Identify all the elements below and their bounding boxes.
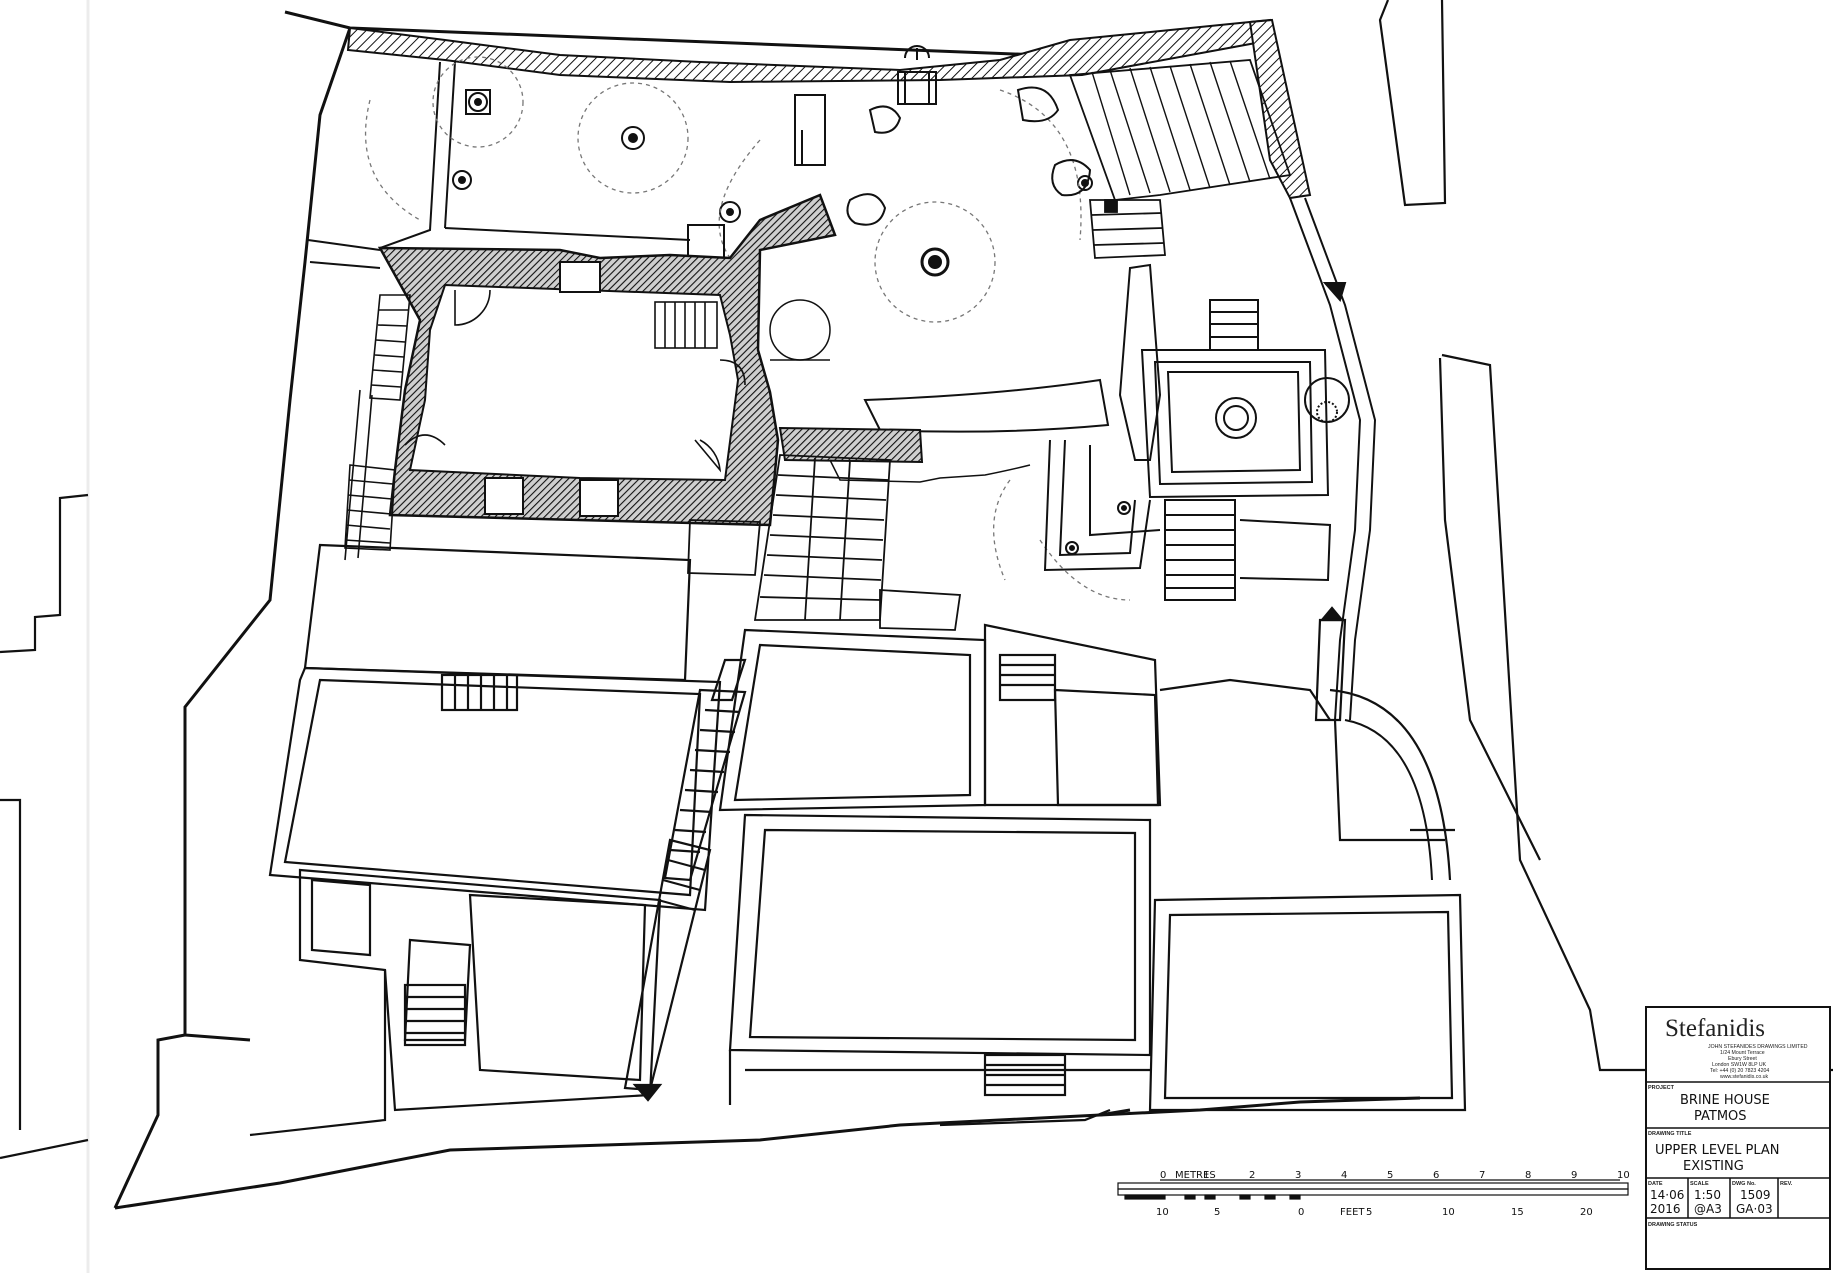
feet-tick-label: 10 [1442, 1207, 1455, 1218]
metres-tick-label: 6 [1433, 1170, 1439, 1181]
dwg-number: 1509 [1740, 1188, 1771, 1202]
firm-address-line: London SW1W 8LP UK [1712, 1062, 1767, 1068]
drawing-subtitle: EXISTING [1683, 1159, 1744, 1174]
project-location: PATMOS [1694, 1109, 1747, 1124]
north-garden [307, 45, 1093, 323]
drawing-title-label: DRAWING TITLE [1648, 1131, 1692, 1137]
firm-address-line: 1/24 Mount Terrace [1720, 1050, 1765, 1056]
metres-tick-label: 5 [1387, 1170, 1393, 1181]
drawing-status-label: DRAWING STATUS [1648, 1222, 1698, 1228]
upper-house-interior [408, 283, 740, 482]
date-value: 14·06 [1650, 1188, 1684, 1202]
scale-value: 1:50 [1694, 1188, 1721, 1202]
metres-tick-label: 10 [1617, 1170, 1630, 1181]
metres-tick-label: 3 [1295, 1170, 1301, 1181]
courtyard-south-wall [778, 426, 924, 464]
firm-website: www.stefanidis.co.uk [1720, 1074, 1769, 1080]
feet-tick-label: 20 [1580, 1207, 1593, 1218]
central-courtyard [769, 299, 1131, 601]
metres-tick-label: 2 [1249, 1170, 1255, 1181]
feet-tick-label: 5 [1214, 1207, 1220, 1218]
feet-tick-label: 10 [1156, 1207, 1169, 1218]
dwg-no-label: DWG No. [1732, 1181, 1756, 1187]
metres-tick-label: 0 [1160, 1170, 1166, 1181]
metres-tick-label: 1 [1203, 1170, 1209, 1181]
title-block: Stefanidis JOHN STEFANIDES DRAWINGS LIMI… [1645, 1006, 1831, 1270]
firm-address-line: JOHN STEFANIDES DRAWINGS LIMITED [1708, 1044, 1808, 1050]
north-east-stair-terrace [1068, 59, 1292, 259]
project-label: PROJECT [1648, 1085, 1675, 1091]
site-outline [113, 10, 1421, 1210]
scale-paper: @A3 [1694, 1202, 1722, 1216]
east-terrace-wall [1248, 18, 1312, 200]
date-year: 2016 [1650, 1202, 1681, 1216]
project-name: BRINE HOUSE [1680, 1093, 1770, 1108]
firm-logo: Stefanidis [1665, 1015, 1765, 1042]
feet-tick-label: 15 [1511, 1207, 1524, 1218]
neighbour-outlines [0, 0, 1833, 1160]
firm-address-line: Tel: +44 (0) 20 7823 4204 [1710, 1068, 1769, 1074]
rev-label: REV. [1780, 1181, 1793, 1187]
dwg-code: GA·03 [1736, 1202, 1773, 1216]
pool-terrace [1043, 197, 1377, 721]
metres-tick-label: 9 [1571, 1170, 1577, 1181]
south-rooms [249, 688, 1467, 1137]
metres-label: METRES [1175, 1170, 1216, 1181]
feet-tick-label: 5 [1366, 1207, 1372, 1218]
feet-label: FEET [1340, 1207, 1365, 1218]
mid-level-rooms [268, 543, 1347, 912]
metres-tick-label: 4 [1341, 1170, 1347, 1181]
date-label: DATE [1648, 1181, 1663, 1187]
feet-tick-label: 0 [1298, 1207, 1304, 1218]
west-exterior-stair [344, 294, 411, 561]
central-stair [687, 454, 962, 631]
upper-house [377, 193, 837, 527]
firm-address-line: Ebury Street [1728, 1056, 1757, 1062]
scale-label: SCALE [1690, 1181, 1709, 1187]
metres-tick-label: 7 [1479, 1170, 1485, 1181]
drawing-title: UPPER LEVEL PLAN [1655, 1143, 1780, 1158]
metres-tick-label: 8 [1525, 1170, 1531, 1181]
scale-bar: 0 1 2 3 4 5 6 7 8 9 10 METRES 10 5 0 5 10 15 20 FEET [1117, 1170, 1630, 1218]
